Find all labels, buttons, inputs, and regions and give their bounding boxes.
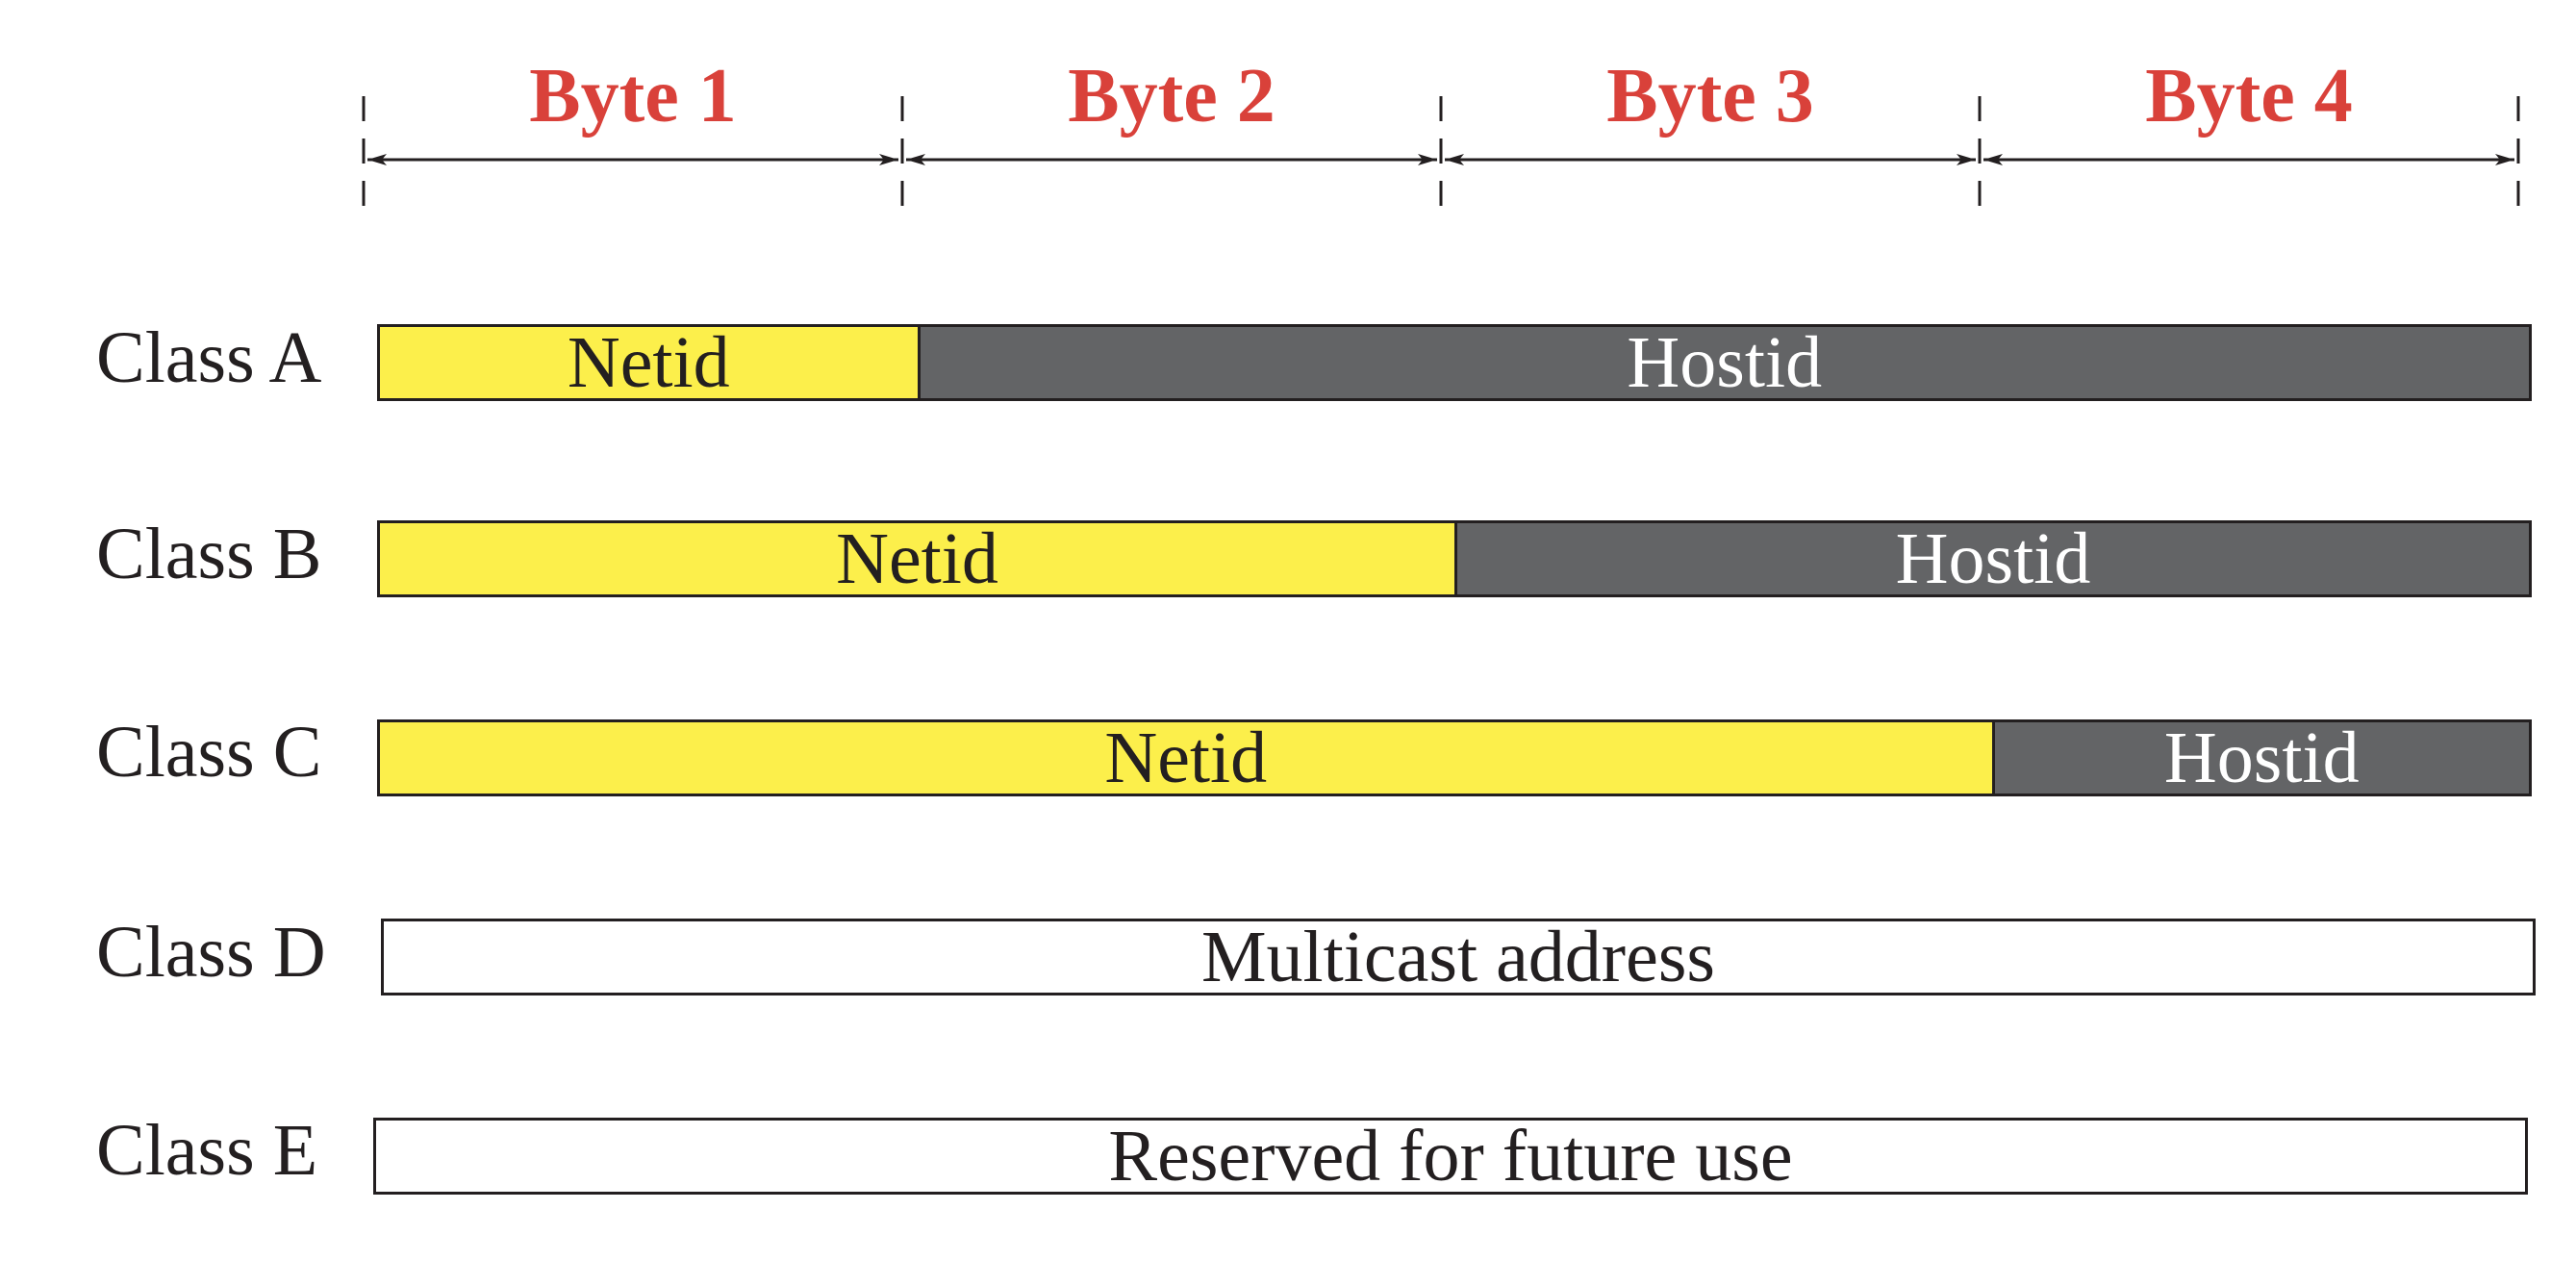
class-a-label: Class A <box>96 316 322 398</box>
byte-3-label: Byte 3 <box>1606 53 1814 139</box>
class-c-netid: Netid <box>380 722 1992 794</box>
class-c-label: Class C <box>96 711 322 793</box>
class-b-bar: Netid Hostid <box>377 520 2532 597</box>
class-e-bar: Reserved for future use <box>373 1118 2528 1195</box>
class-a-netid: Netid <box>380 327 918 398</box>
class-c-bar: Netid Hostid <box>377 719 2532 796</box>
byte-ruler <box>362 96 2520 223</box>
class-c-hostid: Hostid <box>1991 722 2529 794</box>
class-d-label: Class D <box>96 911 326 993</box>
byte-1-label: Byte 1 <box>529 53 737 139</box>
class-d-bar: Multicast address <box>381 919 2536 995</box>
class-e-reserved: Reserved for future use <box>376 1121 2525 1192</box>
class-e-label: Class E <box>96 1109 318 1191</box>
class-a-bar: Netid Hostid <box>377 324 2532 401</box>
byte-4-label: Byte 4 <box>2145 53 2353 139</box>
byte-2-label: Byte 2 <box>1068 53 1275 139</box>
class-d-multicast-address: Multicast address <box>384 921 2533 993</box>
class-b-hostid: Hostid <box>1454 523 2529 594</box>
class-a-hostid: Hostid <box>917 327 2529 398</box>
class-b-label: Class B <box>96 513 322 594</box>
class-b-netid: Netid <box>380 523 1454 594</box>
